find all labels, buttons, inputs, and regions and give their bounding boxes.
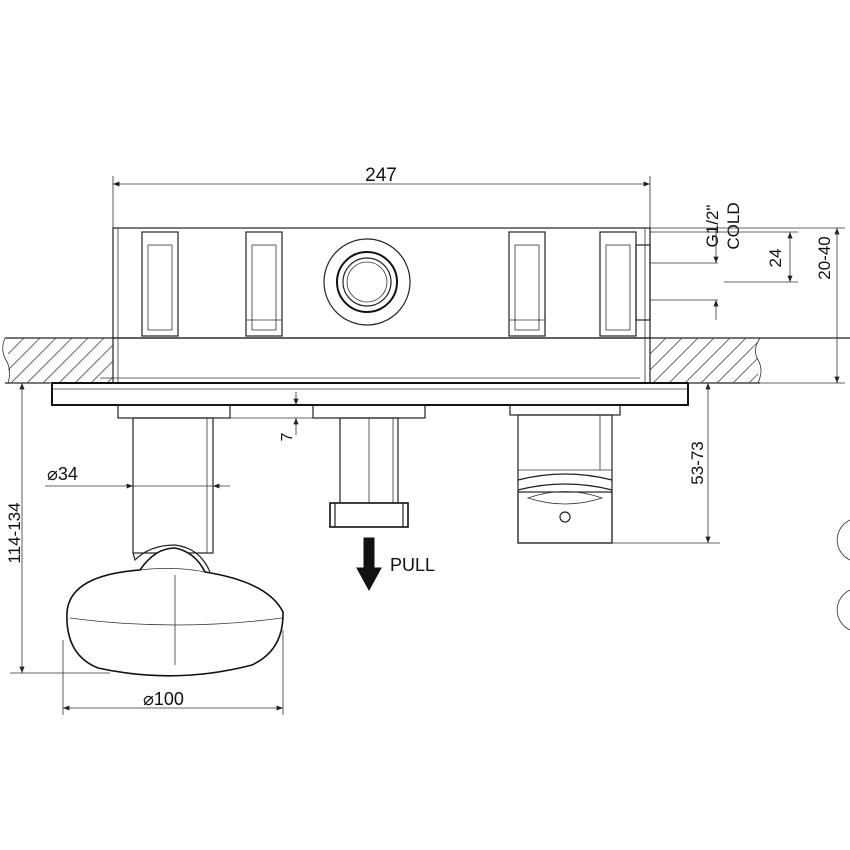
- hatch-line: [700, 337, 747, 384]
- diverter-button: [312, 404, 426, 528]
- hatch-line: [732, 357, 759, 384]
- mounting-box: [112, 227, 651, 384]
- hatch-line: [7, 337, 41, 371]
- hatch-line: [716, 341, 759, 384]
- overall-width-label: 247: [365, 165, 397, 186]
- wall-range-label: 20-40: [815, 236, 834, 279]
- cover-plate: [51, 377, 689, 406]
- hatch-line: [26, 337, 73, 384]
- dimension-stem-spacing: 7: [230, 392, 313, 441]
- hatch-line: [42, 337, 89, 384]
- thread-size-label: G1/2": [703, 205, 722, 248]
- hatch-line: [74, 344, 114, 384]
- hatch-line: [58, 337, 105, 384]
- control-knob: [509, 404, 621, 544]
- button-projection-label: 53-73: [688, 441, 707, 484]
- hatch-line: [748, 373, 759, 384]
- stem-spacing-label: 7: [279, 432, 296, 441]
- wall-hatch-left: [7, 337, 114, 384]
- hatch-line: [649, 337, 667, 355]
- hatch-line: [90, 360, 114, 384]
- pull-arrow-icon: [356, 537, 382, 592]
- hatch-line: [10, 337, 57, 384]
- handle-height-label: 114-134: [5, 502, 24, 563]
- handle-diameter-label: ⌀100: [143, 689, 184, 709]
- stem-diameter-label: ⌀34: [47, 464, 78, 484]
- hatch-line: [684, 337, 731, 384]
- dimension-overall-width: 247: [112, 165, 651, 228]
- hatch-line: [7, 337, 25, 355]
- dimension-wall-range: 20-40: [650, 227, 845, 384]
- pull-indicator: PULL: [356, 537, 435, 592]
- cold-side-label: COLD: [724, 202, 743, 249]
- dimension-handle-height: 114-134: [5, 382, 110, 674]
- dimension-connection-offset: 24: [650, 231, 798, 283]
- hatch-line: [652, 337, 699, 384]
- hatch-line: [668, 337, 715, 384]
- edge-fragments: [836, 519, 850, 631]
- hatch-line: [649, 337, 683, 371]
- wall-section: [2, 337, 850, 384]
- dimension-button-projection: 53-73: [612, 382, 720, 544]
- handle-assembly: [66, 404, 284, 677]
- pull-label: PULL: [390, 555, 435, 575]
- connection-offset-label: 24: [766, 249, 785, 268]
- connection-callout: G1/2" COLD: [650, 202, 743, 320]
- dimension-handle-diameter: ⌀100: [62, 630, 284, 715]
- dimension-stem-diameter: ⌀34: [45, 464, 230, 489]
- wall-hatch-right: [649, 337, 759, 384]
